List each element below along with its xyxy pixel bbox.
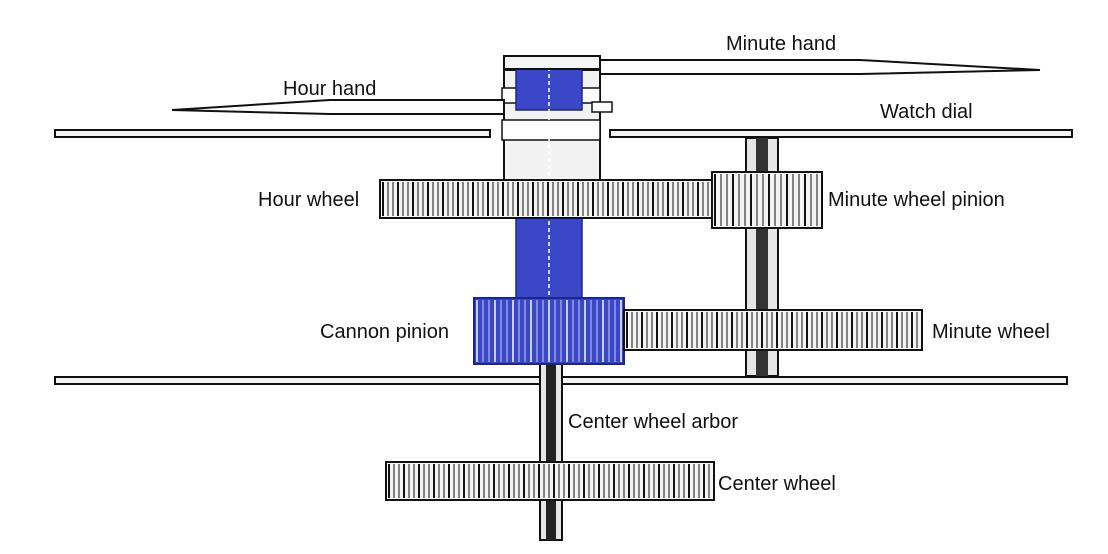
center-wheel-arbor-label: Center wheel arbor [568,411,738,433]
minute-wheel-label: Minute wheel [932,321,1050,343]
center-wheel-label: Center wheel [718,473,836,495]
minute-wheel-pinion [711,171,823,229]
cannon-pinion-label: Cannon pinion [320,321,449,343]
minute-hand [503,55,1041,75]
hour-wheel-body [379,179,713,219]
hour-wheel [379,179,713,219]
hour-wheel-pipe [501,69,601,183]
minute-hand-label: Minute hand [726,33,836,55]
center-wheel-body [385,461,715,501]
minute-wheel [623,309,923,351]
center-wheel [385,461,715,501]
minute-wheel-pinion-body [711,171,823,229]
minute-wheel-pinion-label: Minute wheel pinion [828,189,1005,211]
watch-dial [54,129,1073,138]
hour-hand-label: Hour hand [283,78,376,100]
center-wheel-arbor [539,361,563,541]
hour-hand [171,99,613,115]
hour-wheel-label: Hour wheel [258,189,359,211]
watch-dial-label: Watch dial [880,101,973,123]
cannon-pinion [473,297,625,365]
